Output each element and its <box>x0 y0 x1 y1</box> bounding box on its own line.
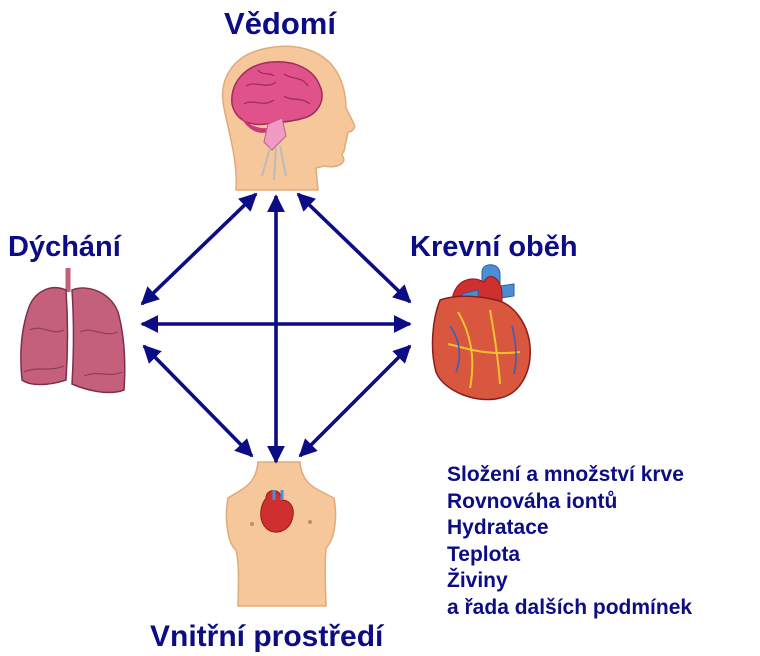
head-brain-icon <box>223 46 355 190</box>
arrow-head-lungs <box>142 194 256 304</box>
condition-item: Teplota <box>447 542 692 569</box>
condition-item: Rovnováha iontů <box>447 489 692 516</box>
label-consciousness: Vědomí <box>0 6 560 42</box>
label-internal-environment: Vnitřní prostředí <box>150 620 383 654</box>
arrow-lungs-torso <box>144 346 252 456</box>
condition-item: Živiny <box>447 568 692 595</box>
condition-item: Hydratace <box>447 515 692 542</box>
condition-item: a řada dalších podmínek <box>447 595 692 622</box>
label-breathing: Dýchání <box>8 231 121 264</box>
torso-icon <box>226 462 335 606</box>
connection-arrows <box>142 194 410 462</box>
arrow-heart-torso <box>300 346 410 456</box>
lungs-icon <box>21 268 125 392</box>
conditions-list: Složení a množství krve Rovnováha iontů … <box>447 462 692 621</box>
arrow-head-heart <box>298 194 410 302</box>
condition-item: Složení a množství krve <box>447 462 692 489</box>
heart-icon <box>433 265 531 400</box>
label-circulation: Krevní oběh <box>410 231 578 264</box>
